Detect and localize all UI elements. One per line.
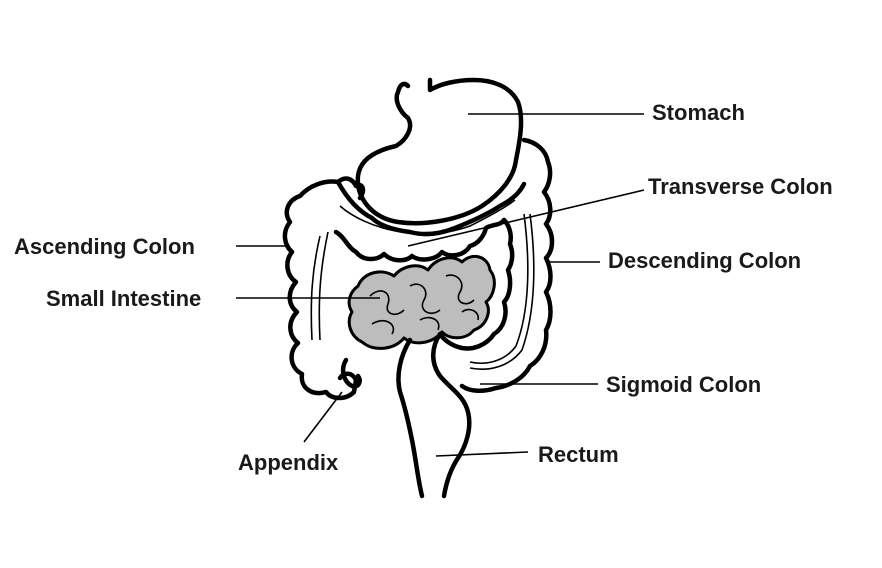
rectum-leader	[435, 451, 529, 457]
stomach-outline	[355, 77, 524, 226]
small-intestine-shape	[347, 254, 496, 350]
sigmoid-colon-label: Sigmoid Colon	[606, 372, 761, 397]
transverse-colon-label: Transverse Colon	[648, 174, 833, 199]
appendix-label: Appendix	[238, 450, 339, 475]
ascending-colon-band	[310, 231, 329, 341]
descending-colon-band	[469, 213, 535, 370]
rectum-label: Rectum	[538, 442, 619, 467]
transverse-colon-band	[339, 199, 516, 235]
ascending-colon-label: Ascending Colon	[14, 234, 195, 259]
sigmoid-rectum-outline	[396, 331, 472, 499]
small-intestine-label: Small Intestine	[46, 286, 201, 311]
transverse-colon-leader	[407, 189, 645, 247]
appendix-outline	[340, 357, 362, 389]
stomach-label: Stomach	[652, 100, 745, 125]
small-intestine-coils	[369, 274, 480, 335]
colon-outline	[282, 176, 366, 401]
descending-colon-label: Descending Colon	[608, 248, 801, 273]
descending-colon-outline	[437, 137, 555, 393]
appendix-leader	[303, 391, 343, 443]
